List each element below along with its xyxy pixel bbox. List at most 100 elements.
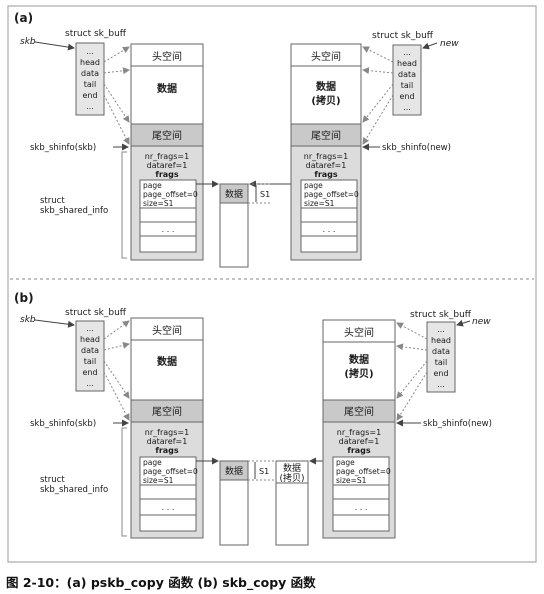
data-pointer [103, 341, 130, 351]
new-sk-buff-field-head: head [431, 336, 451, 345]
new-data-copy-label: (拷贝) [311, 94, 340, 107]
frag-size-label: size=S1 [143, 476, 174, 485]
new-head-pointer [396, 322, 428, 340]
sk-buff-field-tail: tail [84, 357, 96, 366]
data-block [130, 339, 204, 401]
new-frag-page-label: page [304, 181, 323, 190]
sk-buff-field: ... [86, 102, 94, 111]
frag-slot [139, 207, 197, 223]
shared-info-struct-label: skb_shared_info [40, 485, 108, 495]
shared-info-bracket [121, 427, 127, 537]
shared-info-struct-label: struct [40, 475, 65, 485]
shared-info-struct-label: struct [40, 196, 65, 206]
frags-label: frags [155, 170, 179, 179]
new-nr-frags-label: nr_frags=1 [304, 152, 348, 161]
new-end-pointer [362, 94, 394, 145]
sk-buff-field-data: data [81, 69, 99, 78]
tailroom-label: 尾空间 [152, 129, 182, 142]
frag-dots: . . . [162, 225, 175, 234]
panel-b-label: (b) [14, 291, 34, 305]
figure-frame [7, 5, 537, 563]
new-frag-dots: . . . [355, 503, 368, 512]
new-frag-entry [332, 456, 390, 486]
headroom-label: 头空间 [152, 324, 182, 337]
page-data-label: 数据 [225, 188, 243, 200]
page-copy-label: 数据 [283, 462, 301, 474]
end-pointer [103, 94, 130, 145]
new-frag-slot [332, 484, 390, 500]
data-label: 数据 [157, 82, 177, 95]
nr-frags-label: nr_frags=1 [145, 428, 189, 437]
new-sk-buff-field-data: data [432, 347, 450, 356]
new-frag-size-label: size=S1 [336, 476, 367, 485]
new-headroom-label: 头空间 [311, 50, 341, 63]
new-dataref-label: dataref=1 [306, 161, 347, 170]
sk-buff-struct [75, 42, 105, 116]
new-frag-size-label: size=S1 [304, 199, 335, 208]
new-data-pointer [362, 67, 394, 75]
new-sk-buff-struct-label: struct sk_buff [410, 310, 472, 320]
new-shinfo-pointer-label: skb_shinfo(new) [382, 143, 451, 153]
page-data-segment [219, 183, 249, 204]
frag-offset-label: page_offset=0 [143, 190, 198, 199]
dataref-label: dataref=1 [147, 161, 188, 170]
frag-page-label: page [143, 458, 162, 467]
new-nr-frags-label: nr_frags=1 [337, 428, 381, 437]
panel-b: (b) skb struct sk_buff ... head data tai… [14, 291, 492, 546]
skb-pointer-arrow [34, 41, 75, 51]
sk-buff-field-tail: tail [84, 80, 96, 89]
tail-pointer [103, 83, 130, 123]
new-frag-page-label: page [336, 458, 355, 467]
nr-frags-label: nr_frags=1 [145, 152, 189, 161]
sk-buff-struct-label: struct sk_buff [65, 308, 127, 318]
new-sk-buff-field: ... [437, 325, 445, 334]
skb-var-label: skb [20, 315, 36, 325]
new-frag-entry [300, 179, 358, 209]
new-data-block [290, 65, 362, 125]
new-data-label: 数据 [349, 353, 369, 366]
frag-page-label: page [143, 181, 162, 190]
data-block [130, 65, 204, 125]
frags-label: frags [155, 446, 179, 455]
new-data-label: 数据 [316, 80, 336, 93]
frag-slot [139, 514, 197, 532]
frag-dots: . . . [162, 503, 175, 512]
new-pointer-arrow [456, 319, 471, 327]
frag-entry [139, 456, 197, 486]
new-sk-buff-field-end: end [433, 369, 448, 378]
new-pointer-arrow [422, 42, 438, 50]
page-copy-label: (拷贝) [279, 472, 304, 484]
sk-buff-field-head: head [80, 58, 100, 67]
headroom-label: 头空间 [152, 50, 182, 63]
frag-slot [139, 235, 197, 253]
new-data-pointer [396, 343, 428, 351]
figure-caption: 图 2-10：(a) pskb_copy 函数 (b) skb_copy 函数 [6, 575, 316, 590]
sk-buff-struct-label: struct sk_buff [65, 29, 127, 39]
new-sk-buff-field-tail: tail [401, 81, 413, 90]
new-sk-buff-field-head: head [397, 59, 417, 68]
skb-pointer-arrow [34, 319, 75, 328]
sk-buff-field: ... [86, 379, 94, 388]
new-frags-label: frags [314, 170, 338, 179]
new-dataref-label: dataref=1 [339, 437, 380, 446]
dataref-label: dataref=1 [147, 437, 188, 446]
panel-a-label: (a) [14, 11, 33, 25]
size-label: S1 [260, 190, 270, 199]
sk-buff-field: ... [86, 47, 94, 56]
new-tail-pointer [362, 83, 394, 123]
sk-buff-field-data: data [81, 346, 99, 355]
sk-buff-field-end: end [82, 368, 97, 377]
sk-buff-field: ... [86, 324, 94, 333]
sk-buff-field-head: head [80, 335, 100, 344]
new-end-pointer [396, 371, 428, 421]
head-pointer [103, 320, 130, 340]
frag-size-label: size=S1 [143, 199, 174, 208]
new-data-copy-label: (拷贝) [344, 367, 373, 380]
new-frag-offset-label: page_offset=0 [336, 467, 391, 476]
head-pointer [103, 46, 130, 63]
new-sk-buff-field-end: end [399, 92, 414, 101]
new-frag-slot [300, 207, 358, 223]
new-var-label: new [472, 317, 491, 327]
new-sk-buff-field: ... [437, 380, 445, 389]
panel-a: (a) skb struct sk_buff ... head data tai… [14, 11, 459, 268]
